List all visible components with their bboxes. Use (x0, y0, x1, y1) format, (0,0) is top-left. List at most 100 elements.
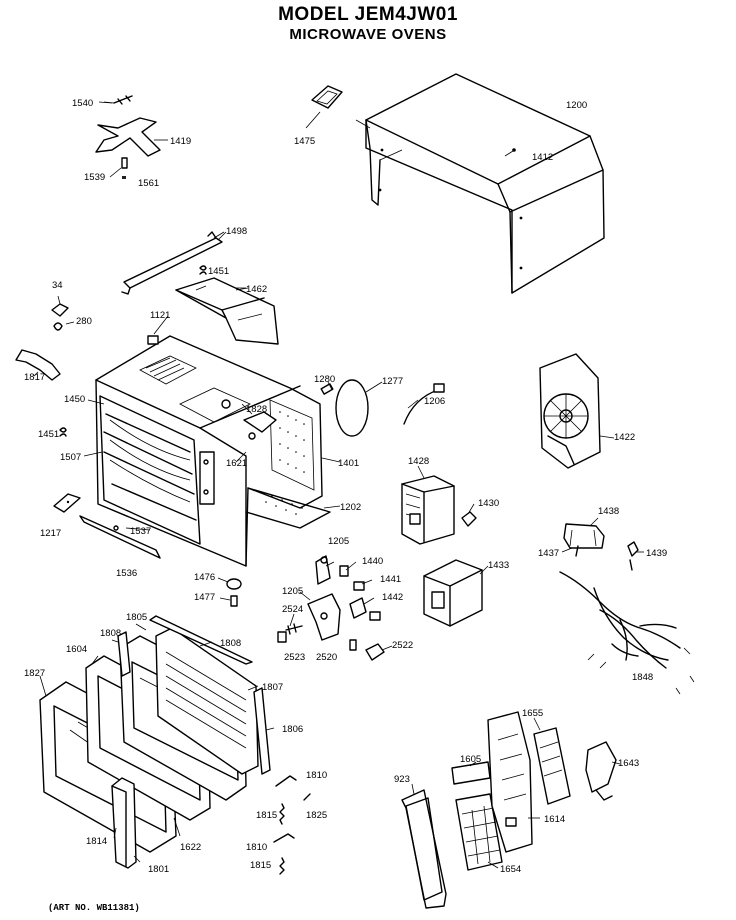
part-label: 1622 (180, 842, 201, 853)
clip-1451-part (199, 265, 207, 275)
part-label: 1654 (500, 864, 521, 875)
part-label: 1206 (424, 396, 445, 407)
part-label: 1817 (24, 372, 45, 383)
bracket-1498-part (121, 231, 227, 295)
air-duct-1462-part (175, 277, 279, 345)
part-label: 923 (394, 774, 410, 785)
bracket-1817-part (15, 349, 61, 381)
board-1655-part (533, 727, 571, 805)
wire-1206-part (403, 383, 445, 425)
switch-2522-part (365, 643, 385, 661)
switch-1441-part (353, 581, 365, 591)
part-label: 1848 (632, 672, 653, 683)
part-label: 1422 (614, 432, 635, 443)
strip-1808-top-part (149, 615, 253, 665)
part-label: 1430 (478, 498, 499, 509)
part-label: 1643 (618, 758, 639, 769)
relay-1643-part (585, 741, 617, 801)
part-label: 1441 (380, 574, 401, 585)
part-label: 1205 (282, 586, 303, 597)
part-label: 1450 (64, 394, 85, 405)
part-label: 1614 (544, 814, 565, 825)
part-label: 1807 (262, 682, 283, 693)
part-label: 2523 (284, 652, 305, 663)
transformer-1433-part (423, 559, 483, 627)
handle-1814-part (111, 777, 137, 869)
switch-2520-part (349, 639, 357, 651)
part-label: 2520 (316, 652, 337, 663)
switch-1440-part (339, 565, 349, 577)
switch-2524-part (285, 623, 303, 635)
foot-1476-part (226, 578, 242, 607)
art-number: (ART NO. WB11381) (48, 903, 140, 913)
part-label: 1814 (86, 836, 107, 847)
part-label: 1277 (382, 376, 403, 387)
part-label: 1451 (208, 266, 229, 277)
switch-2523-part (277, 631, 287, 643)
part-label: 1808 (220, 638, 241, 649)
part-label: 1540 (72, 98, 93, 109)
cover-plate-part (305, 85, 343, 129)
control-bezel-923-part (401, 789, 447, 909)
control-board-1614-part (487, 711, 533, 853)
part-label: 1815 (250, 860, 271, 871)
switch-1205-lower-part (307, 593, 341, 641)
part-label: 2524 (282, 604, 303, 615)
fan-motor-1422-part (539, 353, 601, 469)
switch-1442-part (349, 597, 381, 621)
keypad-1654-part (455, 793, 503, 871)
part-number-labels: 1540 1419 1539 1561 1475 1200 1412 1498 … (24, 98, 667, 875)
oven-cavity-part (95, 335, 331, 567)
part-label: 1202 (340, 502, 361, 513)
part-label: 1442 (382, 592, 403, 603)
strip-1808-side-part (117, 631, 131, 677)
part-label: 1539 (84, 172, 105, 183)
part-label: 1451 (38, 429, 59, 440)
part-label: 1439 (646, 548, 667, 559)
part-label: 1438 (598, 506, 619, 517)
part-label: 1433 (488, 560, 509, 571)
part-label: 1827 (24, 668, 45, 679)
part-label: 1655 (522, 708, 543, 719)
part-label: 1815 (256, 810, 277, 821)
strip-1536-part (79, 515, 161, 559)
part-label: 1621 (226, 458, 247, 469)
part-label: 1476 (194, 572, 215, 583)
part-label: 1537 (130, 526, 151, 537)
part-label: 1280 (314, 374, 335, 385)
part-label: 1507 (60, 452, 81, 463)
model-subtitle: MICROWAVE OVENS (289, 26, 447, 43)
part-label: 1561 (138, 178, 159, 189)
part-label: 1825 (306, 810, 327, 821)
part-label: 1428 (408, 456, 429, 467)
part-label: 1810 (246, 842, 267, 853)
magnetron-1428-part (401, 475, 455, 545)
part-label: 1401 (338, 458, 359, 469)
latch-1810-part (273, 775, 311, 875)
part-label: 1419 (170, 136, 191, 147)
hinge-1217-part (53, 493, 81, 513)
part-label: 1200 (566, 100, 587, 111)
part-label: 1437 (538, 548, 559, 559)
model-title: MODEL JEM4JW01 (278, 4, 458, 25)
part-label: 1440 (362, 556, 383, 567)
part-label: 1475 (294, 136, 315, 147)
part-label: 1121 (150, 310, 170, 321)
wire-harness-1848-part (559, 571, 695, 695)
part-label: 2522 (392, 640, 413, 651)
part-label: 1462 (246, 284, 267, 295)
part-label: 280 (76, 316, 92, 327)
part-label: 1806 (282, 724, 303, 735)
part-label: 1217 (40, 528, 61, 539)
part-label: 1805 (126, 612, 147, 623)
part-label: 1801 (148, 864, 169, 875)
clip-1451-left-part (59, 427, 67, 437)
part-label: 1808 (100, 628, 121, 639)
stirrer-assembly-part (95, 95, 168, 179)
part-label: 1605 (460, 754, 481, 765)
part-label: 1604 (66, 644, 87, 655)
outer-case-part (365, 73, 605, 294)
part-label: 1810 (306, 770, 327, 781)
